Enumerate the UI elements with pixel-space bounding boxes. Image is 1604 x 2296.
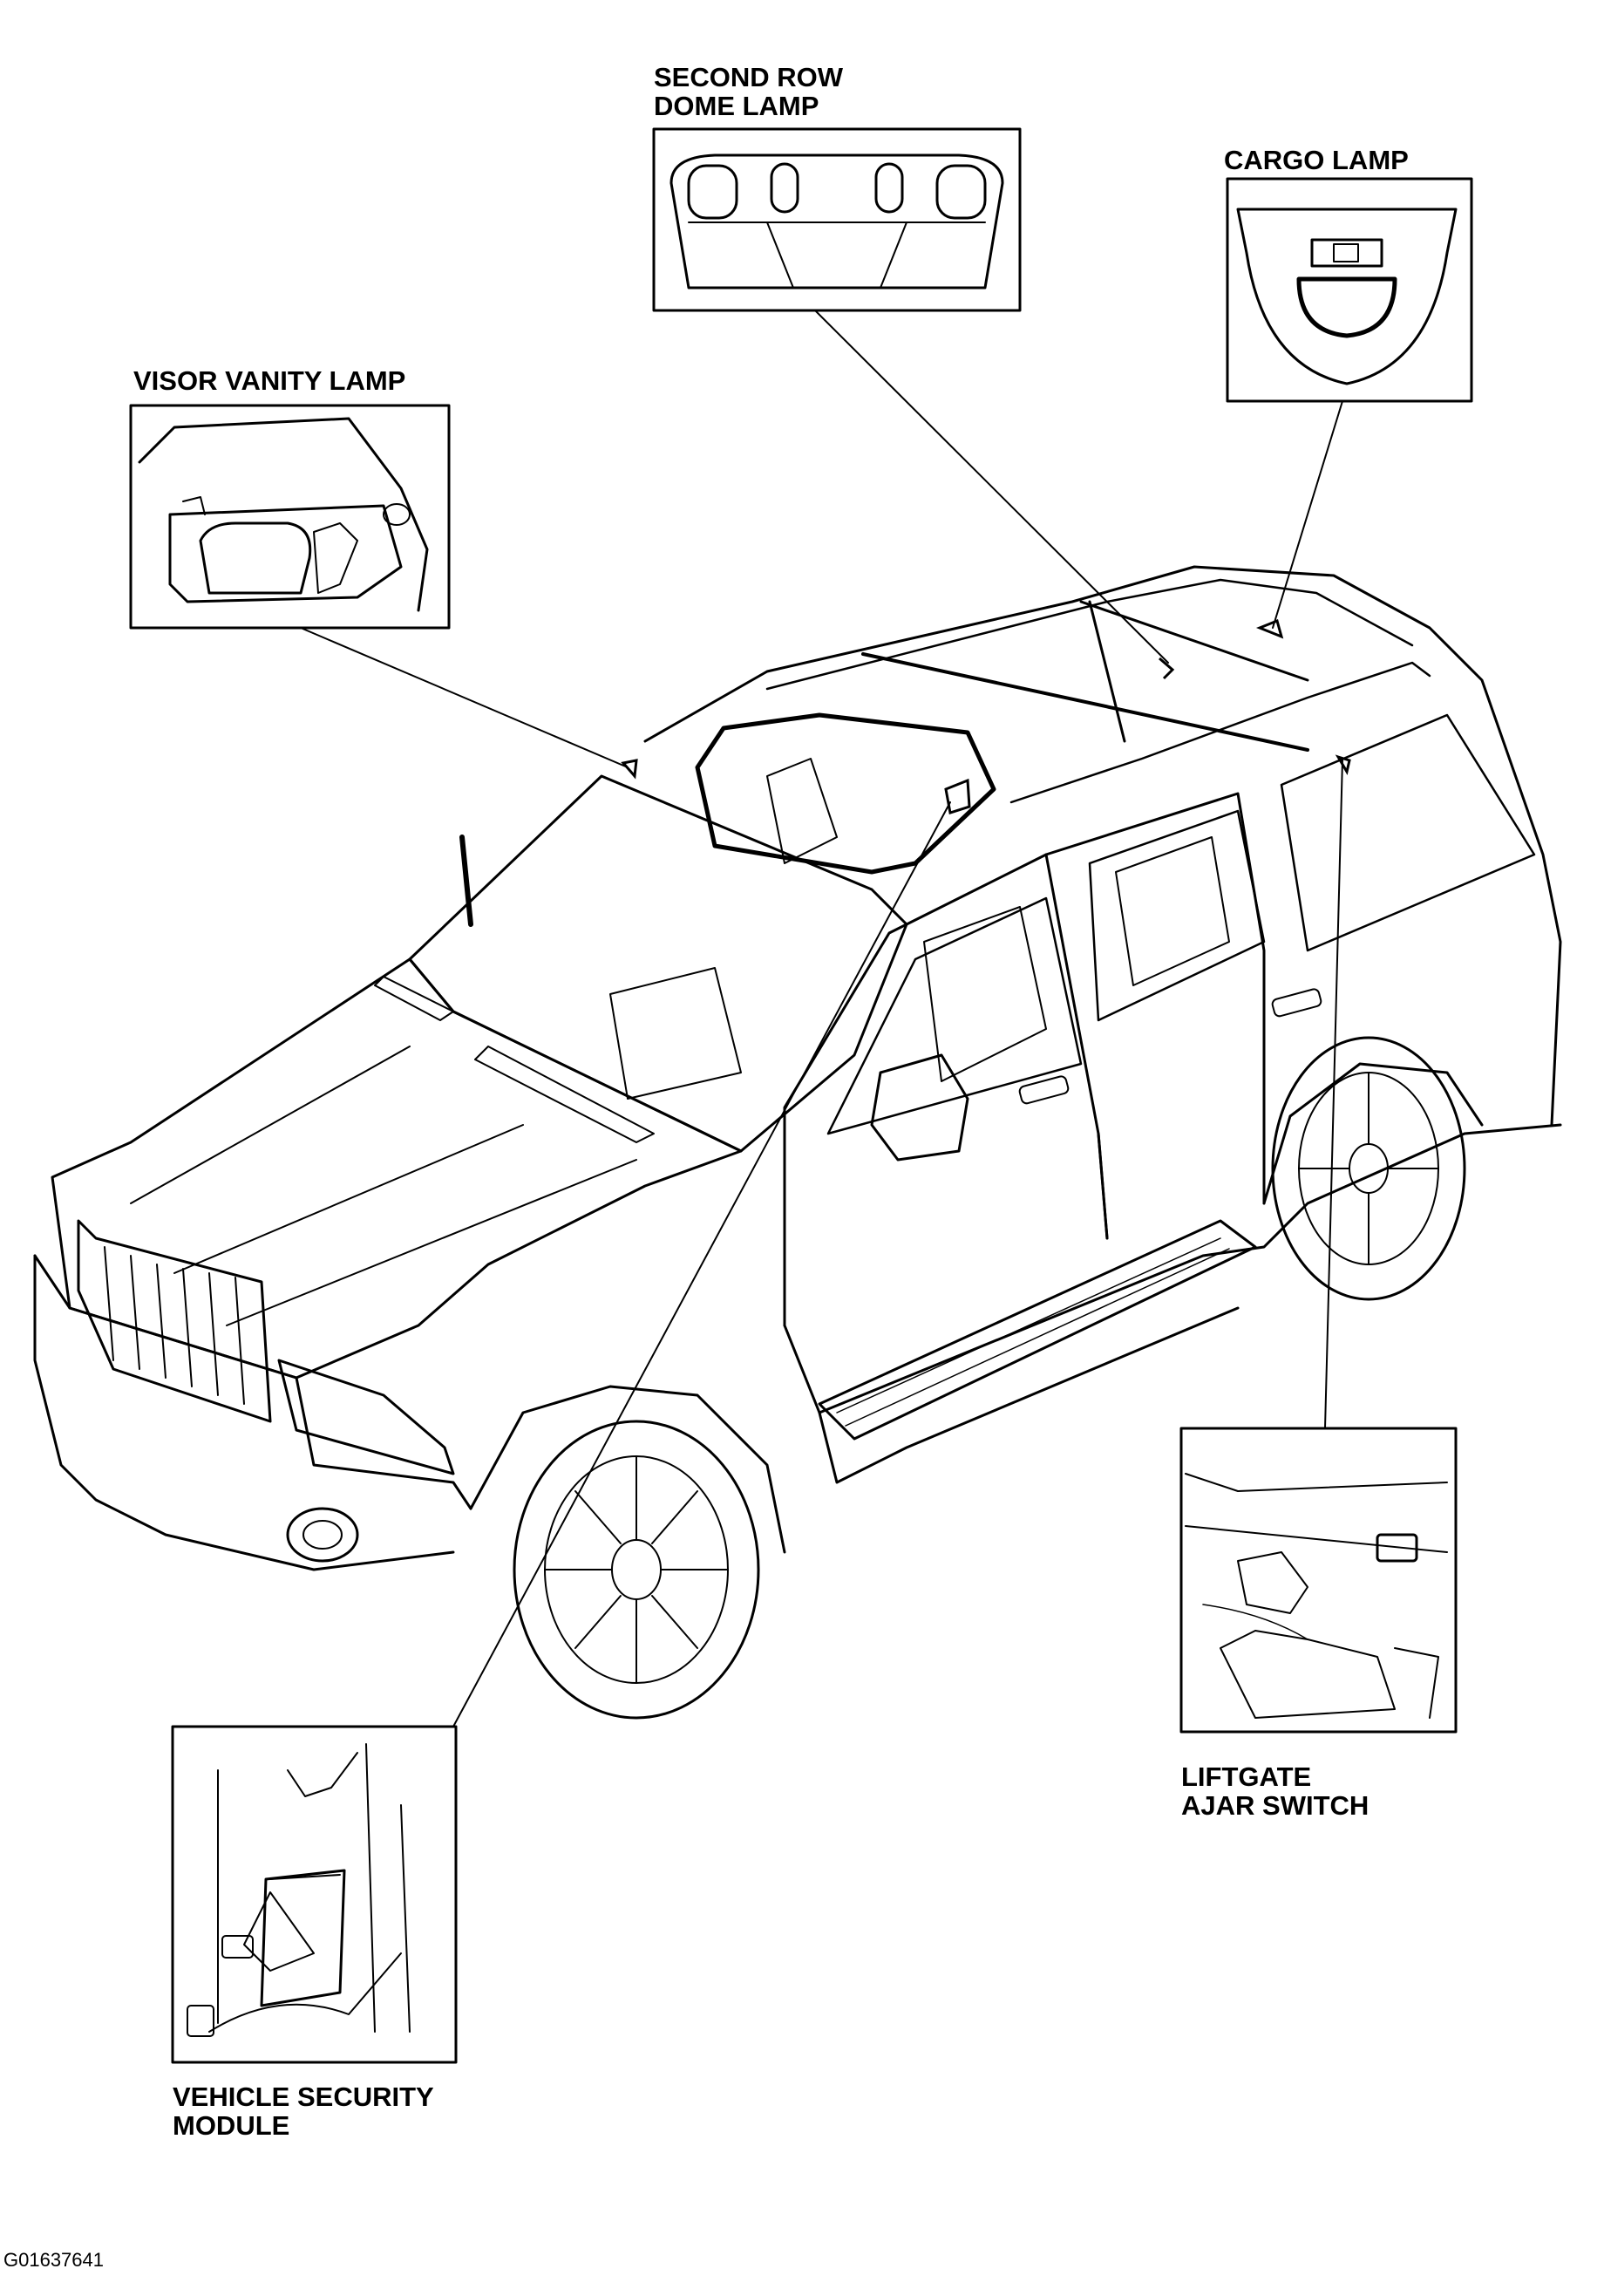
label-cargo-lamp-line1: CARGO LAMP bbox=[1224, 145, 1409, 175]
callout-target-marks bbox=[621, 618, 1351, 814]
leader-vehicle-security-module bbox=[452, 801, 951, 1727]
leader-lines bbox=[300, 310, 1343, 1727]
leader-second-row-dome-lamp bbox=[814, 310, 1169, 664]
label-vehicle-security-module-line1: VEHICLE SECURITY bbox=[173, 2081, 434, 2112]
leader-cargo-lamp bbox=[1272, 400, 1343, 629]
visor-vanity-lamp-inset bbox=[129, 404, 451, 630]
label-visor-vanity-lamp: VISOR VANITY LAMP bbox=[133, 366, 405, 395]
label-vehicle-security-module-line2: MODULE bbox=[173, 2110, 290, 2141]
suv-illustration bbox=[33, 565, 1562, 1720]
label-second-row-dome-lamp: SECOND ROW DOME LAMP bbox=[654, 63, 843, 120]
liftgate-ajar-switch-inset bbox=[1179, 1427, 1458, 1734]
leader-liftgate-ajar-switch bbox=[1324, 758, 1343, 1429]
label-liftgate-ajar-switch-line2: AJAR SWITCH bbox=[1181, 1790, 1370, 1821]
label-liftgate-ajar-switch: LIFTGATE AJAR SWITCH bbox=[1181, 1762, 1369, 1820]
second-row-dome-lamp-inset bbox=[652, 127, 1022, 312]
label-vehicle-security-module: VEHICLE SECURITY MODULE bbox=[173, 2082, 434, 2140]
figure-id: G01637641 bbox=[3, 2249, 104, 2271]
label-second-row-dome-lamp-line1: SECOND ROW bbox=[654, 62, 843, 92]
label-cargo-lamp: CARGO LAMP bbox=[1224, 146, 1409, 174]
leader-visor-vanity-lamp bbox=[300, 627, 629, 768]
label-visor-vanity-lamp-line1: VISOR VANITY LAMP bbox=[133, 365, 406, 396]
label-second-row-dome-lamp-line2: DOME LAMP bbox=[654, 91, 819, 121]
cargo-lamp-inset bbox=[1226, 177, 1473, 403]
vehicle-security-module-inset bbox=[171, 1725, 458, 2064]
label-liftgate-ajar-switch-line1: LIFTGATE bbox=[1181, 1761, 1312, 1792]
